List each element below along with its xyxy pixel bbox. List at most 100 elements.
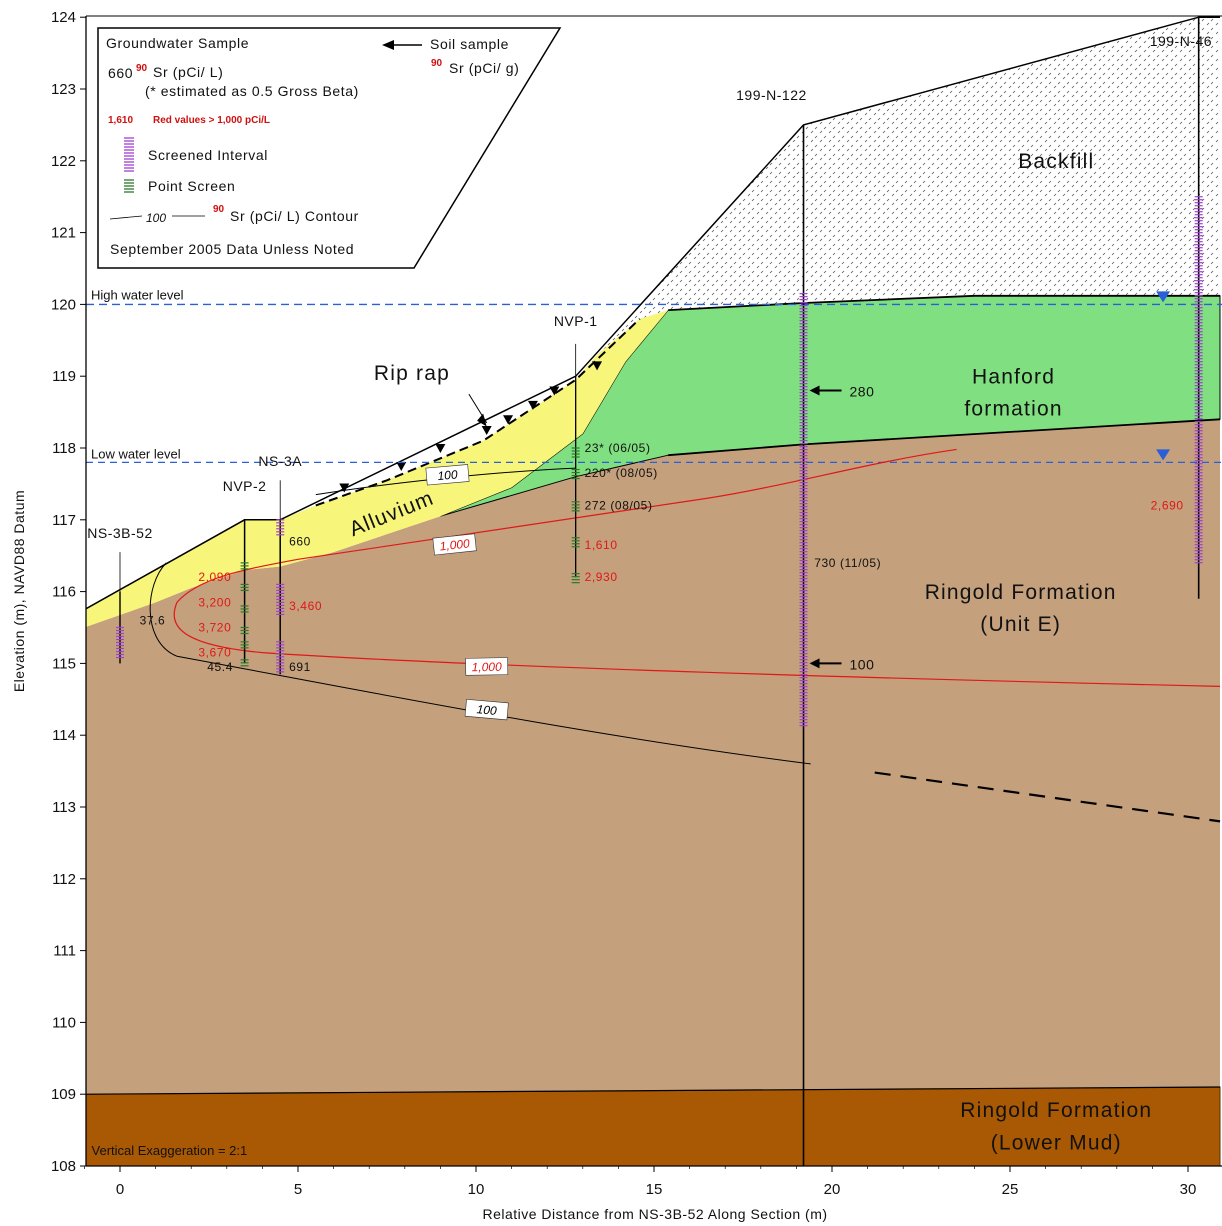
legend-red-note: Red values > 1,000 pCi/L bbox=[153, 115, 270, 126]
well-label-199-n-122: 199-N-122 bbox=[736, 87, 807, 103]
zone-label-backfill: Backfill bbox=[1018, 150, 1094, 173]
y-tick-label-113: 113 bbox=[52, 799, 76, 816]
sample-value-10: 220* (08/05) bbox=[585, 466, 658, 480]
legend-estimate-note: (* estimated as 0.5 Gross Beta) bbox=[145, 83, 359, 99]
rip-rap-leader-head bbox=[477, 413, 487, 427]
y-tick-label-114: 114 bbox=[52, 727, 76, 744]
rip-rap-line bbox=[315, 318, 641, 507]
y-tick-label-110: 110 bbox=[52, 1014, 76, 1031]
legend-contour-value: 100 bbox=[146, 211, 166, 225]
legend-screened-label: Screened Interval bbox=[148, 147, 268, 163]
well-label-199-n-46: 199-N-46 bbox=[1150, 33, 1212, 49]
sample-value-6: 3,720 bbox=[198, 621, 231, 635]
legend-point-label: Point Screen bbox=[148, 178, 235, 194]
y-tick-label-108: 108 bbox=[51, 1158, 76, 1175]
legend-gw-sup: 90 bbox=[136, 63, 148, 74]
rip-rap-triangle-5 bbox=[527, 400, 538, 410]
zone-label-rip-rap: Rip rap bbox=[374, 362, 450, 385]
y-tick-label-119: 119 bbox=[52, 368, 76, 385]
legend-soil-sup: 90 bbox=[431, 58, 443, 69]
y-tick-label-109: 109 bbox=[51, 1086, 76, 1103]
rip-rap-triangle-3 bbox=[481, 426, 492, 436]
y-tick-label-124: 124 bbox=[51, 9, 76, 26]
soil-arrow-head-0 bbox=[809, 385, 820, 396]
sample-value-14: 730 (11/05) bbox=[814, 556, 881, 570]
x-tick-label-20: 20 bbox=[824, 1181, 841, 1198]
sample-value-12: 1,610 bbox=[585, 538, 618, 552]
x-tick-label-0: 0 bbox=[116, 1181, 124, 1198]
zone-label-mud-2: (Lower Mud) bbox=[991, 1131, 1122, 1154]
contour-label-100-lower-box bbox=[464, 698, 509, 721]
hanford-top-boundary bbox=[668, 294, 1220, 311]
x-tick-label-30: 30 bbox=[1180, 1181, 1197, 1198]
vertical-exaggeration-note: Vertical Exaggeration = 2:1 bbox=[92, 1143, 248, 1158]
contour-label-100-lower: 100 bbox=[464, 698, 509, 721]
y-tick-label-120: 120 bbox=[51, 296, 76, 313]
contour-label-1000-lower: 1,000 bbox=[465, 657, 509, 676]
sample-value-5: 3,200 bbox=[198, 595, 231, 609]
sample-value-7: 3,670 bbox=[198, 646, 231, 660]
soil-sample-value-0: 280 bbox=[850, 384, 875, 400]
x-tick-label-25: 25 bbox=[1002, 1181, 1019, 1198]
rip-rap-triangle-4 bbox=[503, 415, 514, 425]
water-level-marker-1 bbox=[1156, 449, 1171, 461]
rip-rap-triangle-1 bbox=[396, 461, 407, 471]
contour-label-1000-lower-text: 1,000 bbox=[472, 660, 503, 675]
sample-value-13: 2,930 bbox=[585, 570, 618, 584]
legend-box bbox=[97, 27, 562, 269]
zone-label-hanford-2: formation bbox=[964, 398, 1062, 421]
y-tick-label-117: 117 bbox=[52, 512, 76, 529]
contour-label-1000-upper-box bbox=[432, 533, 477, 556]
legend-date-note: September 2005 Data Unless Noted bbox=[110, 241, 354, 257]
sample-value-9: 23* (06/05) bbox=[585, 441, 651, 455]
y-tick-label-115: 115 bbox=[52, 655, 76, 672]
rip-rap-triangle-2 bbox=[435, 444, 446, 453]
y-tick-label-118: 118 bbox=[52, 440, 76, 457]
contour-100-inferred bbox=[874, 771, 1221, 823]
zone-label-mud-1: Ringold Formation bbox=[960, 1099, 1152, 1122]
zone-label-ringold-e-2: (Unit E) bbox=[980, 613, 1061, 636]
contour-label-1000-upper-text: 1,000 bbox=[439, 536, 471, 553]
y-tick-label-112: 112 bbox=[52, 871, 76, 888]
y-tick-label-111: 111 bbox=[53, 943, 76, 960]
legend-sample-value: 660 bbox=[108, 65, 133, 81]
contour-label-100-lower-text: 100 bbox=[476, 702, 497, 718]
y-tick-label-122: 122 bbox=[51, 153, 76, 170]
sample-value-1: 660 bbox=[289, 534, 311, 548]
zone-label-hanford-1: Hanford bbox=[972, 365, 1055, 388]
y-tick-label-116: 116 bbox=[52, 584, 76, 601]
legend-soil-unit: Sr (pCi/ g) bbox=[449, 60, 519, 76]
sample-value-8: 45.4 bbox=[207, 660, 233, 674]
contour-100-lower bbox=[149, 562, 811, 765]
legend-sr-unit: Sr (pCi/ L) bbox=[153, 64, 223, 80]
well-label-nvp-1: NVP-1 bbox=[554, 313, 598, 329]
well-label-ns-3b-52: NS-3B-52 bbox=[87, 525, 152, 541]
legend-contour-line-a bbox=[109, 215, 143, 220]
contour-label-1000-lower-box bbox=[465, 657, 509, 676]
high-water-label: High water level bbox=[91, 287, 184, 302]
y-axis-title: Elevation (m), NAVD88 Datum bbox=[11, 490, 27, 692]
sample-value-15: 2,690 bbox=[1151, 498, 1184, 512]
water-level-marker-0 bbox=[1156, 291, 1171, 303]
legend-red-value: 1,610 bbox=[108, 115, 133, 126]
legend-soil-arrow-head bbox=[382, 40, 394, 50]
sample-value-11: 272 (08/05) bbox=[585, 498, 653, 512]
low-water-label: Low water level bbox=[91, 446, 181, 461]
y-tick-label-121: 121 bbox=[51, 225, 76, 242]
soil-arrow-head-1 bbox=[809, 658, 820, 669]
zone-label-ringold-e-1: Ringold Formation bbox=[925, 581, 1117, 604]
soil-sample-value-1: 100 bbox=[850, 656, 875, 672]
legend-groundwater-title: Groundwater Sample bbox=[106, 35, 249, 51]
sample-value-0: 37.6 bbox=[140, 613, 166, 627]
well-label-nvp-2: NVP-2 bbox=[223, 478, 267, 494]
contour-label-100-upper-box bbox=[425, 464, 470, 486]
x-tick-label-5: 5 bbox=[294, 1181, 302, 1198]
axes: 108 109 110 111 112 113 114 115 116 117 118 119 120 1… bbox=[51, 9, 1222, 1198]
contour-label-1000-upper: 1,000 bbox=[432, 533, 477, 556]
rip-rap-triangle-6 bbox=[549, 386, 560, 396]
sample-value-2: 3,460 bbox=[289, 599, 322, 613]
contour-1000 bbox=[173, 448, 1221, 687]
contour-label-100-upper-text: 100 bbox=[437, 467, 458, 483]
